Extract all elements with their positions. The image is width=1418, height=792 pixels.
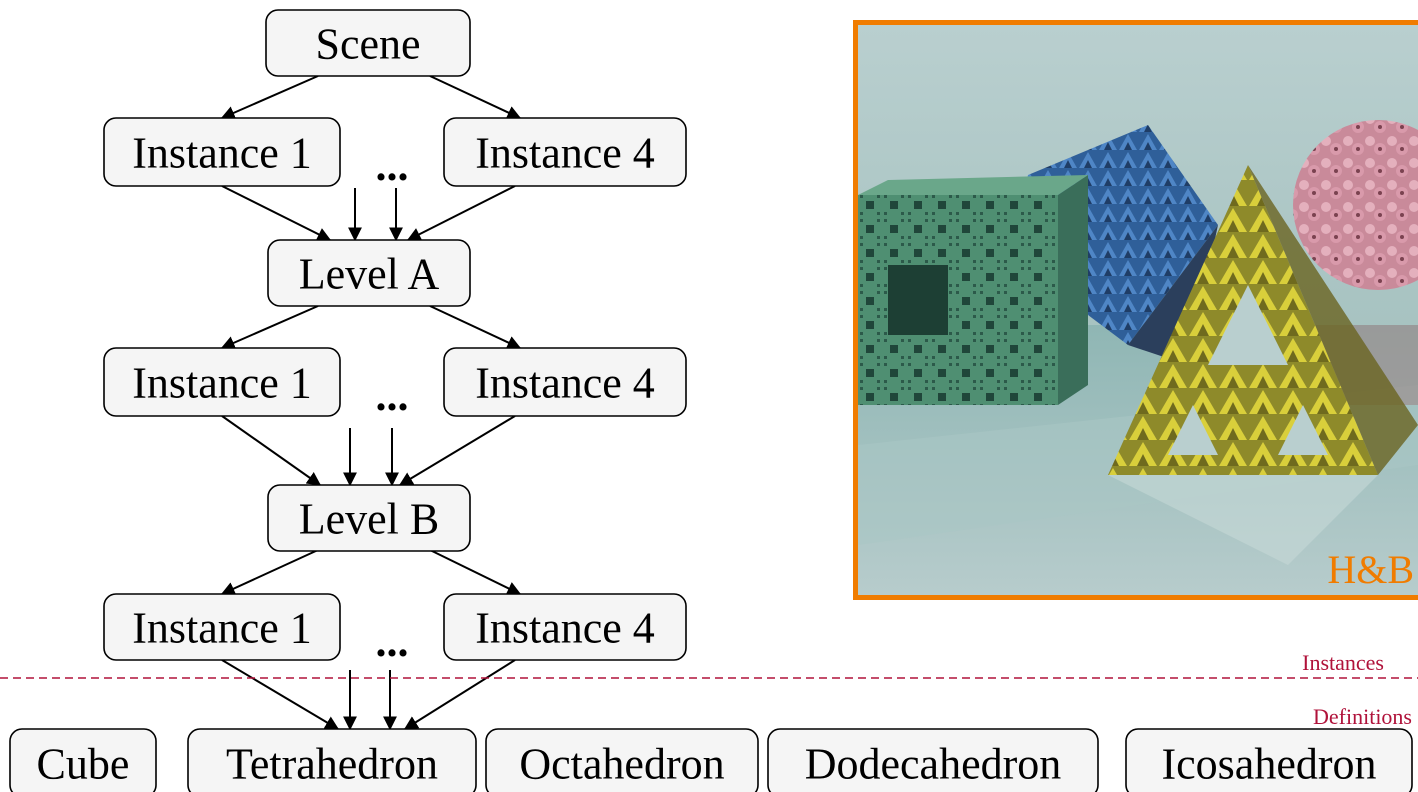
edge-scene-to-instance-1 bbox=[220, 75, 319, 120]
edge-instance-4-to-level-a bbox=[406, 185, 516, 241]
image-credit: H&B bbox=[1327, 547, 1414, 592]
ellipsis-level-b: ... bbox=[376, 371, 409, 420]
ellipsis-shapes: ... bbox=[376, 617, 409, 666]
node-level-a-instance-1: Instance 1 bbox=[103, 117, 341, 187]
node-shape-instance-4-label: Instance 4 bbox=[475, 604, 655, 653]
node-level-b-label: Level B bbox=[299, 495, 440, 544]
fractal-render-image: H&B bbox=[853, 20, 1418, 600]
definitions-label: Definitions bbox=[1313, 704, 1412, 729]
edge-level-b-to-instance-4 bbox=[429, 549, 522, 595]
definition-icosahedron: Icosahedron bbox=[1125, 728, 1413, 792]
definition-octahedron: Octahedron bbox=[485, 728, 759, 792]
node-level-b-instance-1-label: Instance 1 bbox=[132, 359, 312, 408]
node-shape-instance-4: Instance 4 bbox=[443, 593, 687, 661]
instances-label: Instances bbox=[1302, 650, 1384, 675]
definition-dodecahedron: Dodecahedron bbox=[767, 728, 1099, 792]
edge-scene-to-instance-4 bbox=[429, 75, 522, 120]
definition-octahedron-label: Octahedron bbox=[519, 740, 724, 789]
edge-instance-1-to-level-a bbox=[221, 185, 332, 241]
definition-tetrahedron-label: Tetrahedron bbox=[226, 740, 438, 789]
node-level-b: Level B bbox=[267, 484, 471, 552]
ellipsis-level-a: ... bbox=[376, 141, 409, 190]
node-level-a: Level A bbox=[267, 239, 471, 307]
node-level-a-instance-1-label: Instance 1 bbox=[132, 129, 312, 178]
edges bbox=[220, 75, 522, 731]
node-level-a-instance-4-label: Instance 4 bbox=[475, 129, 655, 178]
node-shape-instance-1: Instance 1 bbox=[103, 593, 341, 661]
edge-instance-1-to-level-b bbox=[221, 415, 322, 486]
node-shape-instance-1-label: Instance 1 bbox=[132, 604, 312, 653]
definition-cube: Cube bbox=[9, 728, 157, 792]
node-level-b-instance-4-label: Instance 4 bbox=[475, 359, 655, 408]
edge-level-b-to-instance-1 bbox=[220, 549, 319, 596]
edge-instance-4-to-tetrahedron bbox=[403, 659, 516, 730]
node-level-a-label: Level A bbox=[299, 250, 440, 299]
definition-cube-label: Cube bbox=[37, 740, 130, 789]
definition-icosahedron-label: Icosahedron bbox=[1161, 740, 1376, 789]
edge-level-a-to-instance-1 bbox=[220, 305, 319, 350]
definition-tetrahedron: Tetrahedron bbox=[187, 728, 477, 792]
node-level-a-instance-4: Instance 4 bbox=[443, 117, 687, 187]
fractal-solids-render-icon bbox=[858, 25, 1418, 595]
edge-instance-4-to-level-b bbox=[398, 415, 516, 486]
edge-instance-1-to-tetrahedron bbox=[221, 659, 340, 730]
node-level-b-instance-1: Instance 1 bbox=[103, 347, 341, 417]
node-scene-label: Scene bbox=[315, 20, 420, 69]
edge-level-a-to-instance-4 bbox=[429, 305, 522, 350]
definition-dodecahedron-label: Dodecahedron bbox=[805, 740, 1062, 789]
node-level-b-instance-4: Instance 4 bbox=[443, 347, 687, 417]
node-scene: Scene bbox=[265, 9, 471, 77]
